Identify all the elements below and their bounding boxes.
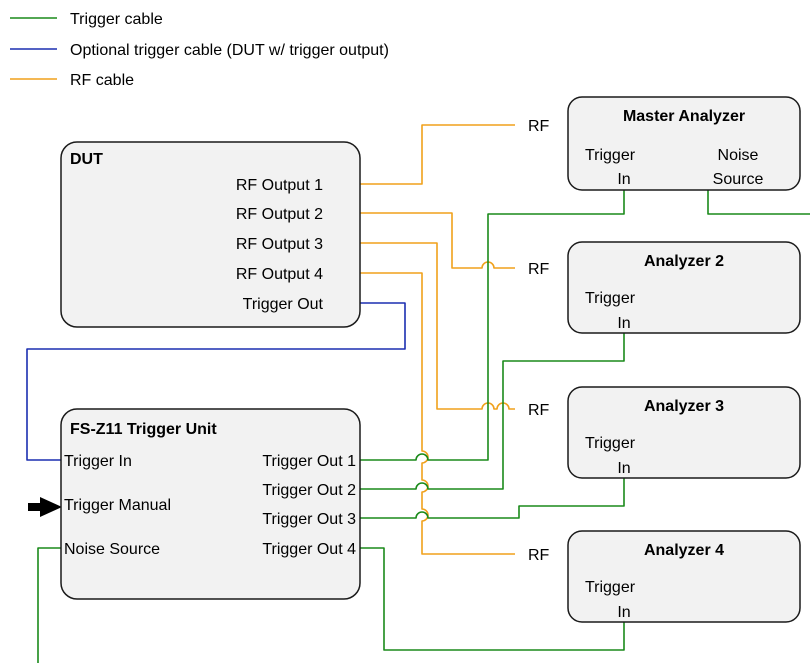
trigger-cable-3: [360, 478, 625, 519]
trigger-unit-out-3: Trigger Out 3: [262, 511, 356, 528]
analyzer-3-title: Analyzer 3: [644, 398, 724, 415]
dut-port-rf1: RF Output 1: [236, 177, 323, 194]
dut-port-trigger-out: Trigger Out: [243, 296, 324, 313]
analyzer-4-box: Analyzer 4 Trigger In: [567, 530, 801, 623]
master-analyzer-title: Master Analyzer: [623, 108, 745, 125]
dut-port-rf4: RF Output 4: [236, 266, 323, 283]
manual-trigger-arrow: [28, 497, 62, 517]
trigger-cables: [37, 190, 810, 663]
analyzer-2-trigger-label-1: Trigger: [585, 290, 636, 307]
analyzer-2-trigger-label-2: In: [617, 315, 630, 332]
master-noise-label-1: Noise: [718, 147, 759, 164]
analyzer-3-box: Analyzer 3 Trigger In: [567, 386, 801, 479]
rf-label-4: RF: [528, 547, 550, 564]
analyzer-2-title: Analyzer 2: [644, 253, 724, 270]
trigger-unit-input-noise: Noise Source: [64, 541, 160, 558]
analyzer-2-box: Analyzer 2 Trigger In: [567, 241, 801, 334]
master-trigger-label-2: In: [617, 171, 630, 188]
trigger-unit-out-4: Trigger Out 4: [262, 541, 356, 558]
master-analyzer-box: Master Analyzer Trigger In Noise Source: [567, 96, 801, 191]
rf-label-3: RF: [528, 402, 550, 419]
analyzer-3-trigger-label-2: In: [617, 460, 630, 477]
dut-box: DUT RF Output 1 RF Output 2 RF Output 3 …: [60, 141, 361, 328]
rf-label-2: RF: [528, 261, 550, 278]
trigger-unit-input-trigger-in: Trigger In: [64, 453, 132, 470]
trigger-cable-1: [360, 190, 625, 461]
optional-trigger-cable: [26, 302, 406, 461]
rf-cable-2: [360, 212, 515, 269]
legend-trigger-label: Trigger cable: [70, 11, 163, 28]
trigger-unit-box: FS-Z11 Trigger Unit Trigger In Trigger M…: [60, 408, 361, 600]
dut-port-rf3: RF Output 3: [236, 236, 323, 253]
master-trigger-label-1: Trigger: [585, 147, 636, 164]
trigger-unit-title: FS-Z11 Trigger Unit: [70, 421, 217, 438]
analyzer-4-trigger-label-1: Trigger: [585, 579, 636, 596]
analyzer-4-title: Analyzer 4: [644, 542, 724, 559]
legend-rf-label: RF cable: [70, 72, 134, 89]
legend-optional-label: Optional trigger cable (DUT w/ trigger o…: [70, 42, 389, 59]
noise-source-cable-master: [707, 190, 810, 215]
trigger-unit-out-1: Trigger Out 1: [262, 453, 356, 470]
noise-source-cable-unit: [37, 547, 62, 663]
analyzer-3-trigger-label-1: Trigger: [585, 435, 636, 452]
trigger-unit-out-2: Trigger Out 2: [262, 482, 356, 499]
trigger-unit-input-manual: Trigger Manual: [64, 497, 171, 514]
trigger-cable-2: [360, 333, 625, 490]
master-noise-label-2: Source: [713, 171, 764, 188]
legend: Trigger cable Optional trigger cable (DU…: [10, 11, 389, 89]
rf-label-1: RF: [528, 118, 550, 135]
analyzer-4-trigger-label-2: In: [617, 604, 630, 621]
rf-cable-1: [360, 124, 515, 185]
rf-cable-3: [360, 242, 515, 410]
trigger-cable-4: [360, 547, 625, 651]
dut-port-rf2: RF Output 2: [236, 206, 323, 223]
dut-title: DUT: [70, 151, 103, 168]
